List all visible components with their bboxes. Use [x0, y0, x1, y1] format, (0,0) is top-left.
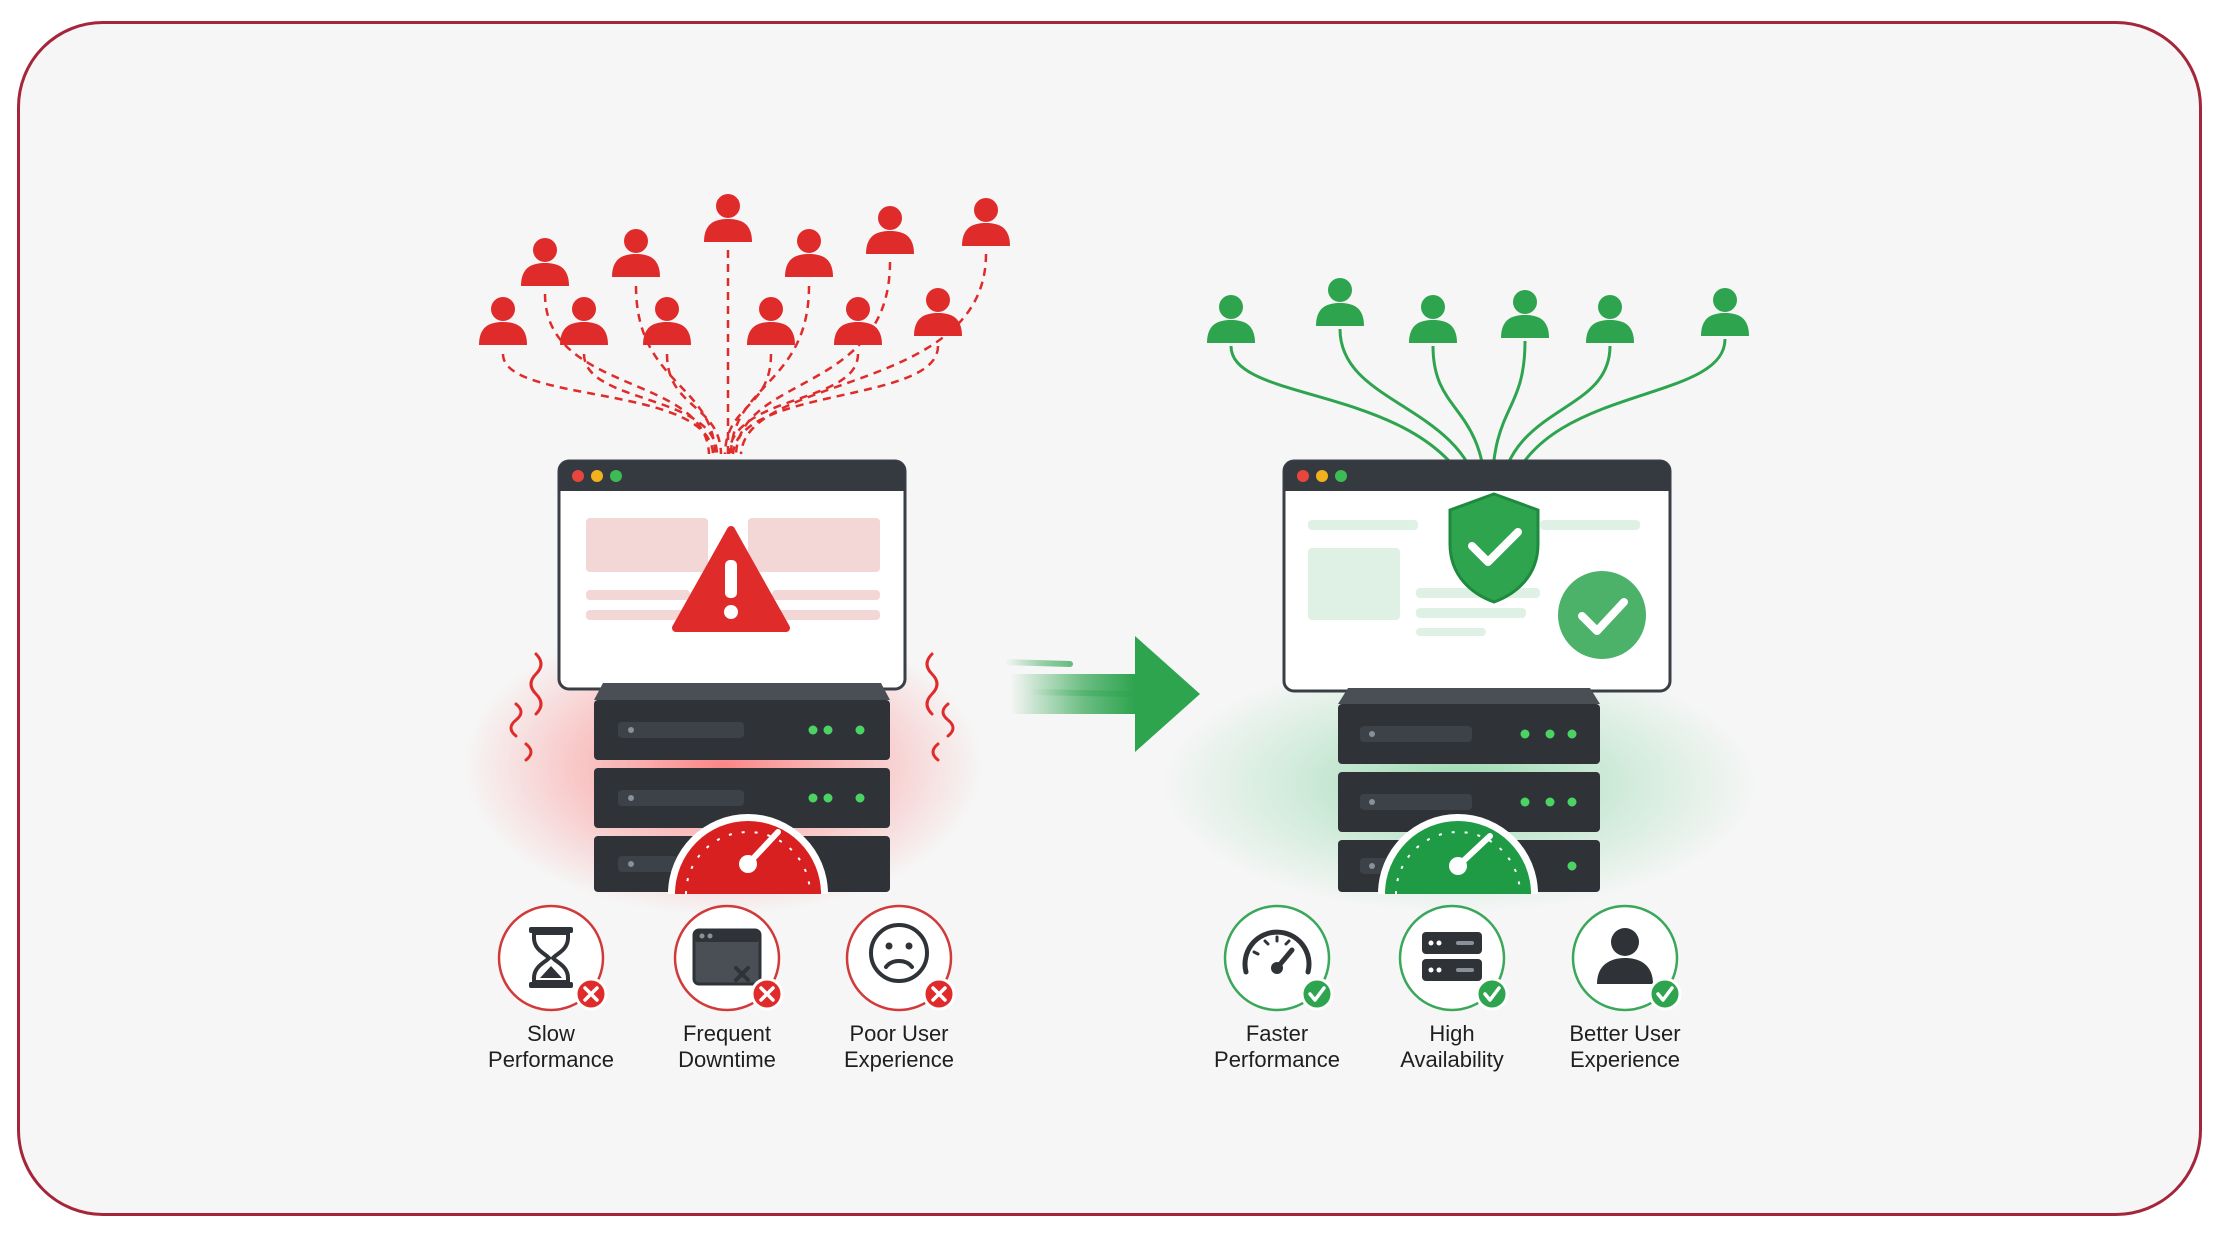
user-icon	[479, 297, 527, 345]
browser-window-error	[557, 459, 907, 691]
dashed-connections	[501, 250, 988, 455]
feature-poor-user-experience	[845, 904, 956, 1012]
window-error-icon	[692, 928, 762, 986]
after-feature-icons	[1223, 904, 1682, 1012]
migration-arrow-icon	[1002, 636, 1200, 752]
gauge-healthy-icon	[1378, 814, 1538, 895]
caption-slow-performance: Slow Performance	[456, 1021, 646, 1073]
diagram-card: Slow Performance Frequent Downtime Poor …	[17, 21, 2202, 1216]
healthy-users	[1207, 278, 1749, 343]
user-icon	[785, 229, 833, 277]
speedometer-icon	[1242, 929, 1312, 975]
user-icon	[914, 288, 962, 336]
caption-frequent-downtime: Frequent Downtime	[632, 1021, 822, 1073]
caption-line: Performance	[1214, 1047, 1340, 1072]
feature-better-user-experience	[1571, 904, 1682, 1012]
caption-faster-performance: Faster Performance	[1182, 1021, 1372, 1073]
warning-triangle-icon	[672, 526, 790, 632]
user-icon	[643, 297, 691, 345]
feature-high-availability	[1398, 904, 1509, 1012]
hourglass-icon	[529, 927, 573, 988]
user-icon	[704, 194, 752, 242]
check-badge-icon	[1475, 977, 1509, 1011]
user-icon	[866, 206, 914, 254]
browser-window-secure	[1282, 459, 1672, 693]
user-icon	[1207, 295, 1255, 343]
user-icon	[1501, 290, 1549, 338]
after-scene	[1160, 278, 1760, 914]
user-icon	[747, 297, 795, 345]
caption-line: Experience	[843, 1047, 955, 1072]
overloaded-users	[479, 194, 1010, 345]
user-icon	[1409, 295, 1457, 343]
user-icon	[521, 238, 569, 286]
caption-line: Faster	[1245, 1021, 1309, 1046]
user-icon	[834, 297, 882, 345]
check-badge-icon	[1648, 977, 1682, 1011]
feature-frequent-downtime	[673, 904, 784, 1012]
user-icon	[1316, 278, 1364, 326]
feature-faster-performance	[1223, 904, 1334, 1012]
caption-line: Better User	[1569, 1021, 1681, 1046]
caption-line: Slow	[527, 1021, 575, 1046]
before-scene	[463, 194, 1010, 916]
user-icon	[560, 297, 608, 345]
check-circle-icon	[1558, 571, 1646, 659]
user-icon	[1701, 288, 1749, 336]
user-icon	[962, 198, 1010, 246]
caption-line: Downtime	[678, 1047, 776, 1072]
sad-face-icon	[869, 923, 929, 983]
caption-line: Experience	[1569, 1047, 1681, 1072]
user-icon	[612, 229, 660, 277]
caption-line: Performance	[488, 1047, 614, 1072]
x-badge-icon	[750, 977, 784, 1011]
caption-poor-user-experience: Poor User Experience	[804, 1021, 994, 1073]
x-badge-icon	[922, 977, 956, 1011]
caption-line: High	[1429, 1021, 1475, 1046]
user-icon	[1586, 295, 1634, 343]
server-stack-icon	[1422, 932, 1482, 981]
user-icon	[1597, 928, 1653, 984]
caption-better-user-experience: Better User Experience	[1530, 1021, 1720, 1073]
caption-line: Availability	[1400, 1047, 1504, 1072]
caption-high-availability: High Availability	[1357, 1021, 1547, 1073]
gauge-critical-icon	[668, 814, 828, 895]
before-feature-icons	[497, 904, 956, 1012]
shield-check-icon	[1448, 492, 1540, 604]
stress-lines	[509, 652, 955, 762]
caption-line: Frequent	[682, 1021, 772, 1046]
feature-slow-performance	[497, 904, 608, 1012]
check-badge-icon	[1300, 977, 1334, 1011]
caption-line: Poor User	[849, 1021, 949, 1046]
x-badge-icon	[574, 977, 608, 1011]
migration-illustration	[463, 194, 1760, 1012]
